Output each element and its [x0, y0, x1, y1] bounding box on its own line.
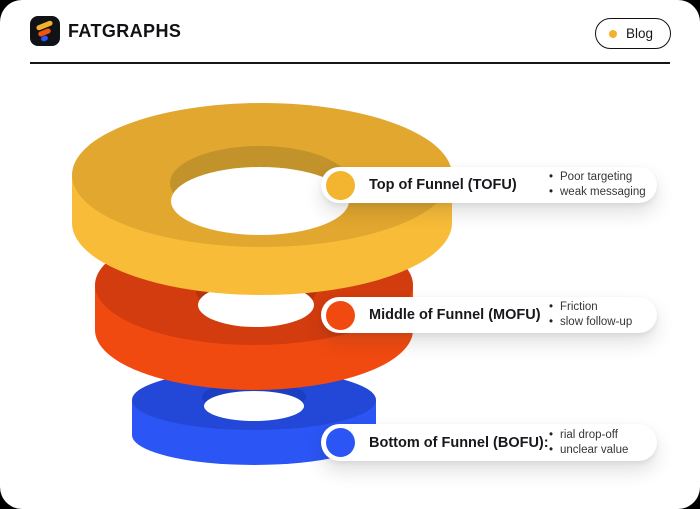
- brand-lockup: FATGRAPHS: [30, 16, 181, 46]
- tofu-issues-list: Poor targeting weak messaging: [549, 170, 646, 200]
- list-item: Poor targeting: [549, 170, 646, 185]
- bofu-issues-list: rial drop-off unclear value: [549, 428, 628, 458]
- bofu-label: Bottom of Funnel (BOFU):: [369, 434, 549, 451]
- bofu-dot-icon: [326, 428, 355, 457]
- tofu-label: Top of Funnel (TOFU): [369, 177, 517, 193]
- blog-bullet-icon: [608, 29, 617, 38]
- header-divider: [30, 62, 670, 64]
- list-item: rial drop-off: [549, 428, 628, 443]
- mofu-label: Middle of Funnel (MOFU): [369, 307, 541, 323]
- blog-button[interactable]: Blog: [594, 18, 671, 49]
- stage-callout-mofu: Middle of Funnel (MOFU) Friction slow fo…: [321, 297, 657, 333]
- mofu-issues-list: Friction slow follow-up: [549, 300, 632, 330]
- fatgraphs-logo-icon: [30, 16, 60, 46]
- stage-callout-tofu: Top of Funnel (TOFU) Poor targeting weak…: [321, 167, 657, 203]
- list-item: slow follow-up: [549, 315, 632, 330]
- list-item: Friction: [549, 300, 632, 315]
- list-item: unclear value: [549, 443, 628, 458]
- blog-button-label: Blog: [625, 26, 653, 41]
- header: FATGRAPHS Blog: [0, 0, 700, 66]
- list-item: weak messaging: [549, 185, 646, 200]
- mofu-dot-icon: [326, 300, 355, 330]
- brand-title: FATGRAPHS: [68, 20, 182, 41]
- tofu-dot-icon: [326, 170, 355, 200]
- stage-callout-bofu: Bottom of Funnel (BOFU): rial drop-off u…: [321, 424, 657, 461]
